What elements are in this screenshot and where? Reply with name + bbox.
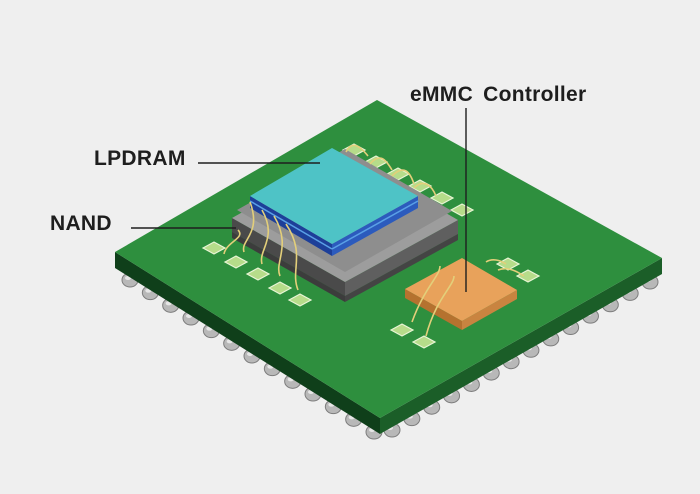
bond-pad [429, 191, 455, 205]
emmc-controller-die [405, 258, 517, 330]
lpdram-die-stack [249, 148, 419, 256]
pcb-right-side [380, 258, 662, 434]
bond-pad [389, 323, 415, 337]
emmc-controller-label: eMMC Controller [410, 83, 587, 106]
pcb-left-side [115, 252, 380, 434]
bond-pad [287, 293, 313, 307]
bond-pad [267, 281, 293, 295]
bond-pad [411, 335, 437, 349]
bond-pad [223, 255, 249, 269]
bond-pad [515, 269, 541, 283]
nand-label: NAND [50, 212, 112, 235]
lpdram-label: LPDRAM [94, 147, 186, 170]
bond-pad [245, 267, 271, 281]
leader-lines [131, 108, 467, 292]
bond-pad [201, 241, 227, 255]
bond-pad [449, 203, 475, 217]
bond-wires [223, 144, 525, 337]
